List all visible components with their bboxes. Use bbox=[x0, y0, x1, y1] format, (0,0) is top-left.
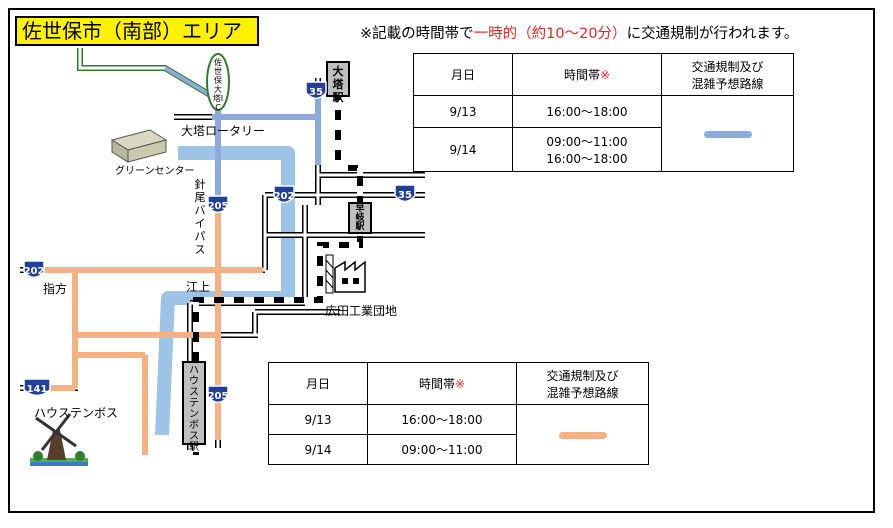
label-ohto-rotary: 大塔ロータリー bbox=[181, 124, 266, 138]
label-egami: 江上 bbox=[186, 280, 211, 294]
route-shield-number: 141 bbox=[27, 384, 48, 395]
row-time: 09:00〜11:00 bbox=[367, 434, 517, 465]
header-time-band: 時間帯※ bbox=[512, 53, 662, 96]
area-title: 佐世保市（南部）エリア bbox=[15, 16, 259, 46]
route-shield-205: 205 bbox=[207, 195, 229, 214]
notice-text: ※記載の時間帯で一時的（約10〜20分）に交通規制が行われます。 bbox=[360, 22, 798, 43]
label-hario-bypass: 針尾バイパス bbox=[194, 178, 206, 256]
row-time: 16:00〜18:00 bbox=[367, 404, 517, 435]
route-shield-number: 35 bbox=[309, 87, 323, 98]
header-time-band: 時間帯※ bbox=[367, 362, 517, 405]
label-sasebo-ohto-ic: 佐世保大塔IC bbox=[212, 58, 224, 112]
ic-approach-road bbox=[78, 48, 213, 98]
row-date: 9/14 bbox=[268, 434, 368, 465]
ic-connector-blue bbox=[163, 66, 214, 98]
route-shield-number: 202 bbox=[274, 191, 295, 202]
ohto-station-box bbox=[326, 61, 350, 97]
header-month-day: 月日 bbox=[268, 362, 368, 405]
label-ohto-station: 大塔駅 bbox=[332, 65, 344, 104]
route-shield-141: 141 bbox=[23, 378, 51, 397]
label-htb-station: ハウステンボス駅 bbox=[189, 365, 199, 453]
row-date: 9/13 bbox=[413, 95, 513, 128]
notice-prefix: ※記載の時間帯で bbox=[360, 26, 474, 42]
header-time-band-text: 時間帯 bbox=[563, 68, 600, 82]
ic-approach-road-outline bbox=[77, 48, 214, 99]
label-green-center: グリーンセンター bbox=[115, 166, 195, 177]
header-time-band-mark: ※ bbox=[454, 377, 466, 391]
factory-icon bbox=[325, 254, 366, 294]
ic-oval bbox=[206, 53, 230, 111]
route-shield-number: 202 bbox=[24, 266, 45, 277]
route-shield-35: 35 bbox=[394, 184, 416, 203]
label-sashikata: 指方 bbox=[43, 282, 68, 296]
header-month-day: 月日 bbox=[413, 53, 513, 96]
route-shield-35: 35 bbox=[305, 81, 327, 100]
route-shield-202: 202 bbox=[23, 260, 45, 279]
haiki-station-box bbox=[348, 202, 372, 234]
green-center-building bbox=[110, 129, 168, 163]
row-time: 16:00〜18:00 bbox=[512, 95, 662, 128]
header-time-band-text: 時間帯 bbox=[418, 377, 455, 391]
row-date: 9/13 bbox=[268, 404, 368, 435]
route-shield-number: 205 bbox=[208, 201, 229, 212]
schedule-table-bottom: 月日 時間帯※ 交通規制及び 混雑予想路線 9/13 16:00〜18:00 9… bbox=[268, 362, 649, 465]
legend-cell bbox=[516, 404, 649, 465]
row-date: 9/14 bbox=[413, 127, 513, 172]
header-legend: 交通規制及び 混雑予想路線 bbox=[661, 53, 794, 96]
route-shield-202: 202 bbox=[273, 185, 295, 204]
label-huis-ten-bosch: ハウステンボス bbox=[34, 406, 119, 420]
blue-legend-line bbox=[703, 130, 752, 138]
notice-suffix: に交通規制が行われます。 bbox=[626, 26, 799, 42]
blue-restricted-routes bbox=[212, 95, 321, 200]
row-time: 09:00〜11:00 16:00〜18:00 bbox=[512, 127, 662, 172]
notice-highlight: 一時的（約10〜20分） bbox=[473, 26, 627, 42]
schedule-table-top: 月日 時間帯※ 交通規制及び 混雑予想路線 9/13 16:00〜18:00 9… bbox=[413, 53, 794, 172]
route-shield-number: 205 bbox=[208, 391, 229, 402]
htb-station-box bbox=[182, 361, 206, 445]
route-shield-205: 205 bbox=[207, 385, 229, 404]
legend-cell bbox=[661, 95, 794, 172]
windmill-icon bbox=[30, 413, 88, 466]
orange-legend-line bbox=[558, 431, 607, 439]
header-time-band-mark: ※ bbox=[599, 68, 611, 82]
header-legend: 交通規制及び 混雑予想路線 bbox=[516, 362, 649, 405]
label-hiroda-industrial: 広田工業団地 bbox=[325, 304, 398, 318]
route-shield-number: 35 bbox=[398, 190, 412, 201]
label-haiki-station: 早岐駅 bbox=[355, 204, 365, 232]
